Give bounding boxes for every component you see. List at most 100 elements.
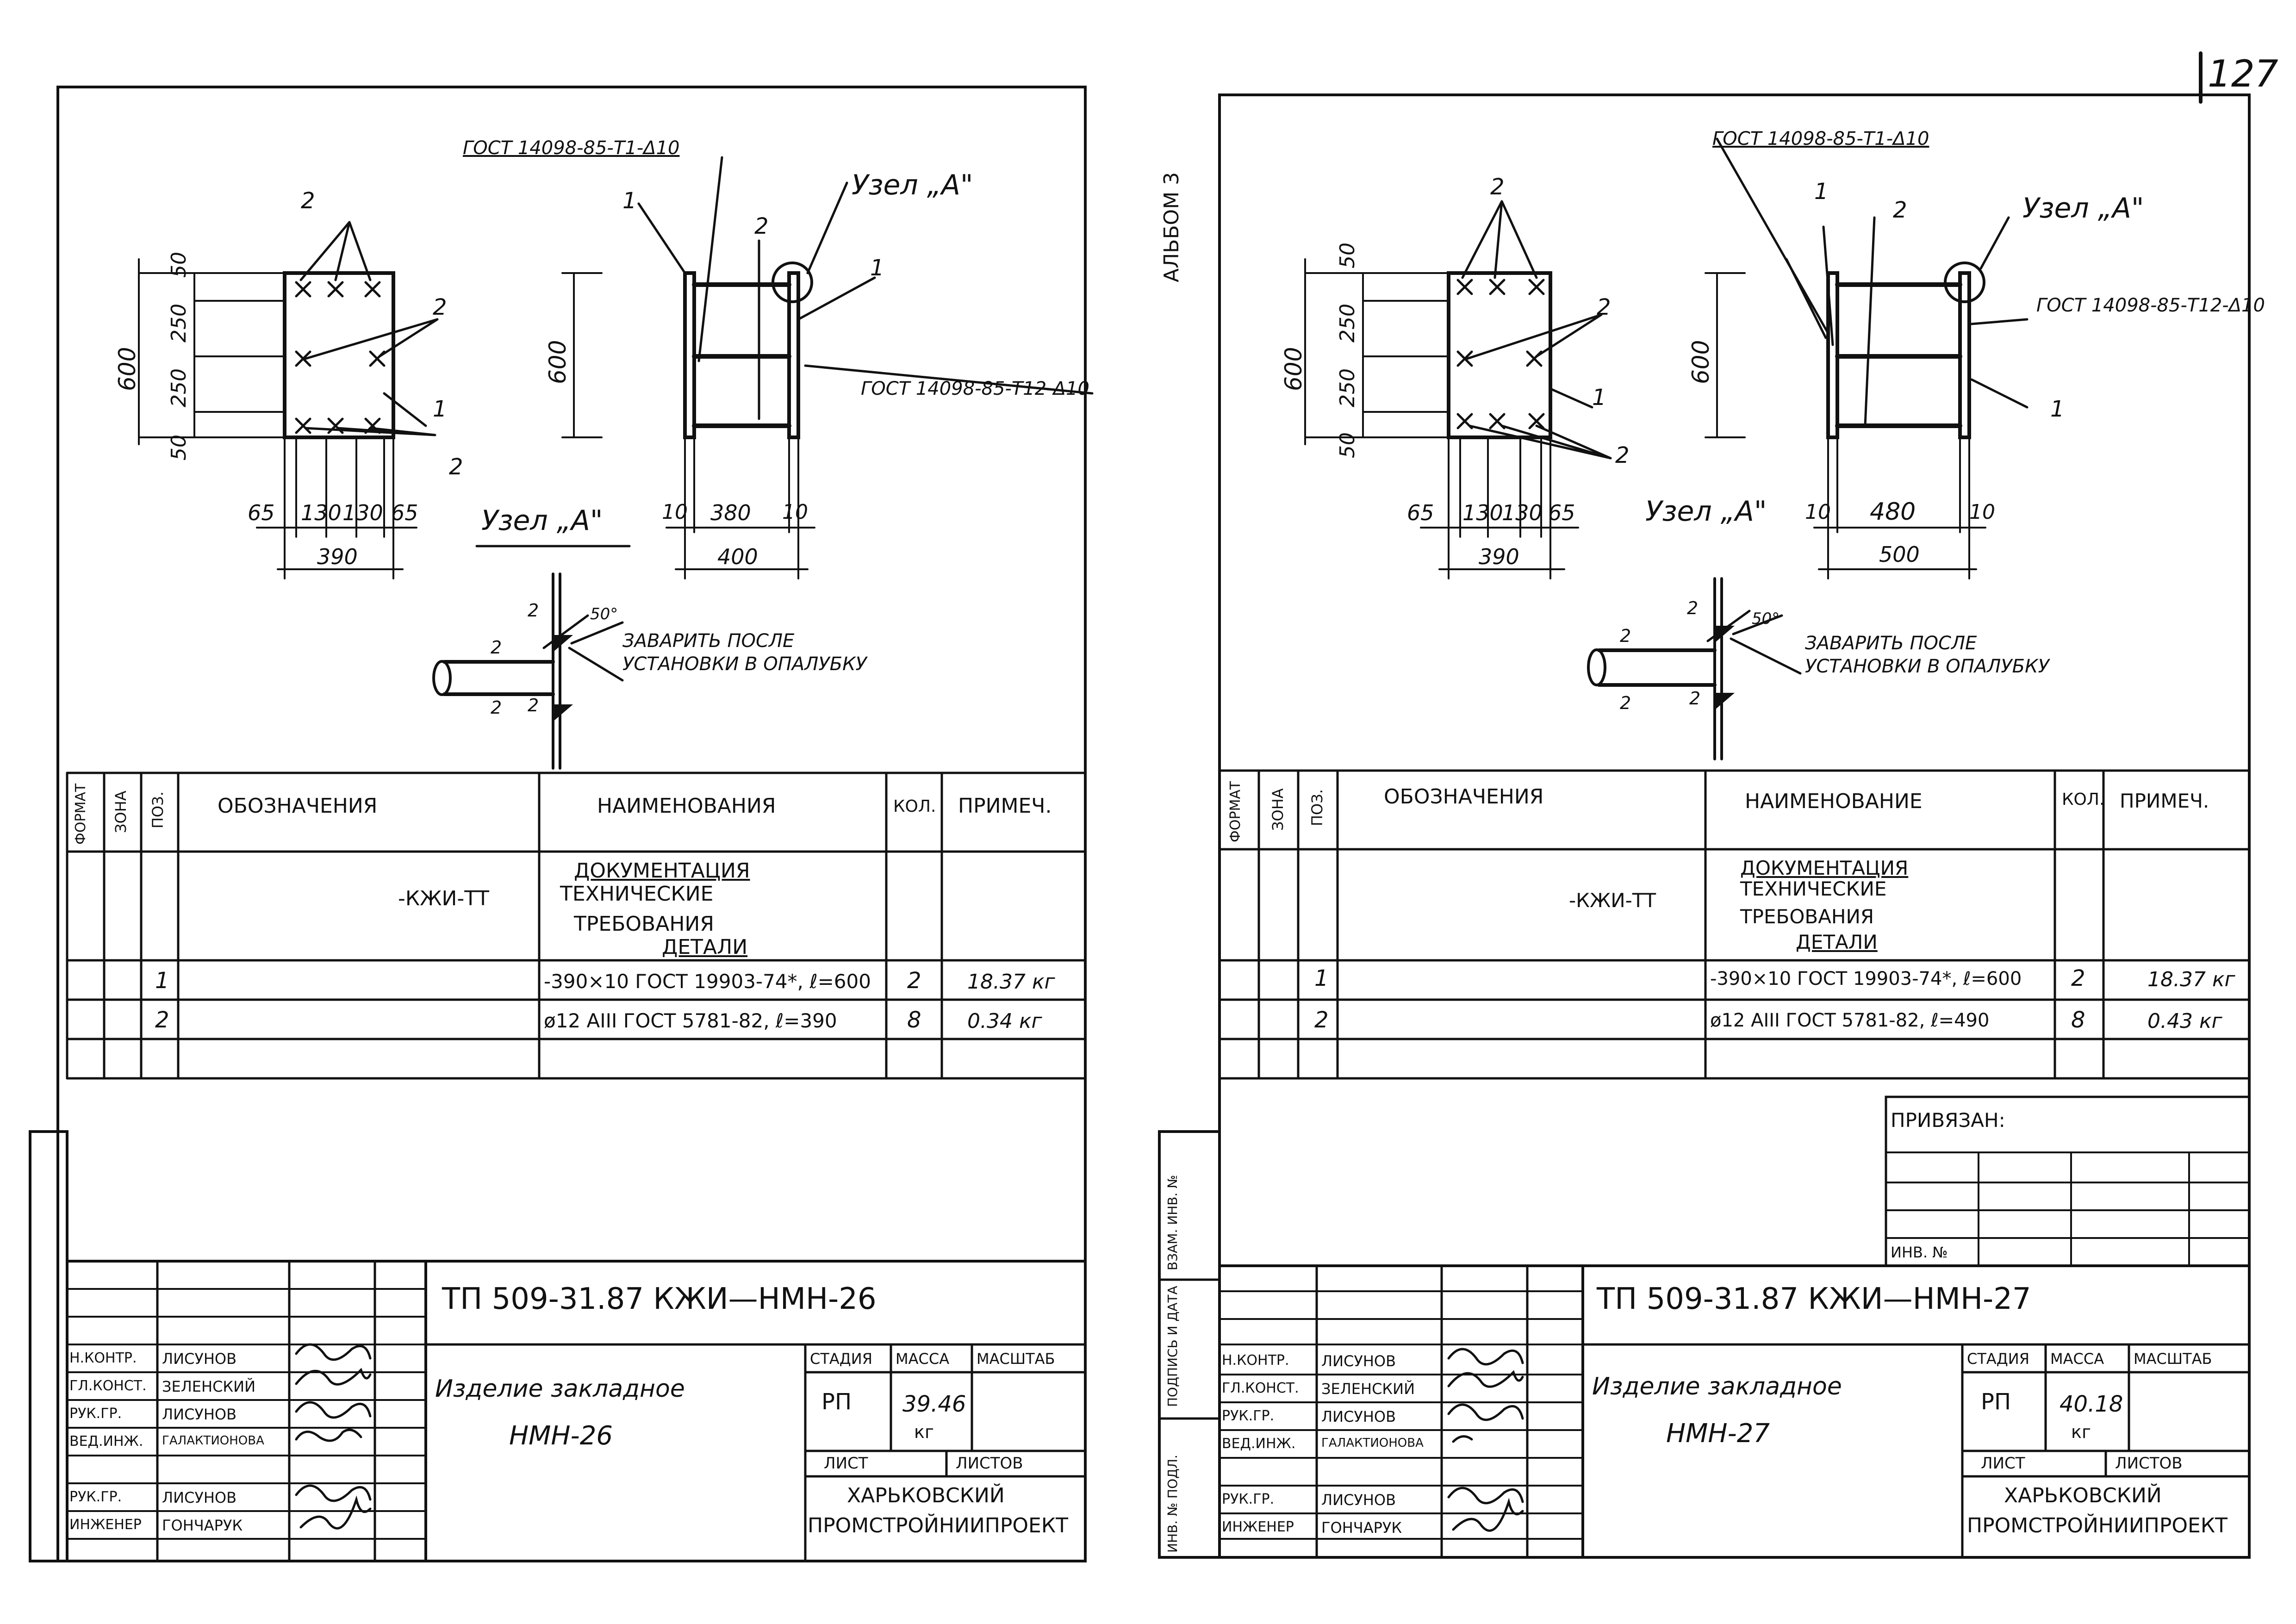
left-spec-doc-name-2: ТРЕБОВАНИЯ xyxy=(574,912,714,936)
left-dim-h-1: 250 xyxy=(167,304,191,342)
left-row1-name: -390×10 ГОСТ 19903-74*, ℓ=600 xyxy=(544,970,871,993)
left-tb-scale-h: МАСШТАБ xyxy=(977,1350,1055,1368)
right-row2-qty: 8 xyxy=(2071,1007,2085,1033)
right-gost-top: ГОСТ 14098-85-Т1-Δ10 xyxy=(1712,128,1929,149)
left-tb-org-2: ПРОМСТРОЙНИИПРОЕКТ xyxy=(808,1514,1068,1537)
sheet-left-front-view xyxy=(138,221,439,579)
right-tb-mass-h: МАССА xyxy=(2050,1350,2104,1368)
right-row1-pos: 1 xyxy=(1314,965,1329,991)
right-tb-org-2: ПРОМСТРОЙНИИПРОЕКТ xyxy=(1967,1514,2228,1537)
right-dim-w-3: 130 xyxy=(1502,500,1543,525)
right-margin-vzam-inv: ВЗАМ. ИНВ. № xyxy=(1165,1175,1180,1270)
right-staff-role: ГЛ.КОНСТ. xyxy=(1222,1380,1299,1396)
right-dim-h-bot: 50 xyxy=(1336,432,1359,458)
right-spec-h-pos: ПОЗ. xyxy=(1308,789,1326,826)
left-spec-parts-section: ДЕТАЛИ xyxy=(662,935,748,959)
right-staff-role: Н.КОНТР. xyxy=(1222,1352,1289,1369)
right-binding-title: ПРИВЯЗАН: xyxy=(1891,1109,2005,1132)
right-tb-sheet: ЛИСТ xyxy=(1981,1454,2025,1473)
sheet-left-frame xyxy=(29,86,1087,1562)
left-staff-role: РУК.ГР. xyxy=(69,1489,122,1505)
left-staff-name: ЛИСУНОВ xyxy=(162,1489,237,1506)
sheet-left-spec-table xyxy=(66,772,1087,1080)
left-weld-note-1: ЗАВАРИТЬ ПОСЛЕ xyxy=(622,630,795,652)
right-weld-note-1: ЗАВАРИТЬ ПОСЛЕ xyxy=(1805,633,1977,654)
right-spec-h-format: ФОРМАТ xyxy=(1227,781,1244,842)
left-staff-role: ВЕД.ИНЖ. xyxy=(69,1433,143,1450)
right-tb-stage: РП xyxy=(1981,1389,2011,1415)
right-side-dim-total: 500 xyxy=(1879,542,1920,567)
right-dim-h-total: 600 xyxy=(1280,347,1307,391)
left-weld-note-2: УСТАНОВКИ В ОПАЛУБКУ xyxy=(622,653,867,675)
left-spec-doc-designation: -КЖИ-ТТ xyxy=(398,887,490,910)
right-dim-h-2: 250 xyxy=(1336,368,1359,407)
left-gost-top: ГОСТ 14098-85-Т1-Δ10 xyxy=(463,137,680,159)
right-tb-code: ТП 509-31.87 КЖИ—НМН-27 xyxy=(1597,1282,2031,1316)
left-side-dim-2: 380 xyxy=(710,500,751,525)
signatures xyxy=(295,1343,1524,1532)
left-spec-h-qty: КОЛ. xyxy=(893,797,936,816)
left-dim-w-total: 390 xyxy=(317,544,358,569)
right-row2-name: ø12 АIII ГОСТ 5781-82, ℓ=490 xyxy=(1710,1010,1990,1031)
left-tb-org-1: ХАРЬКОВСКИЙ xyxy=(847,1484,1005,1507)
left-node-label: Узел „А" xyxy=(852,169,973,201)
sheet-left-side-view xyxy=(475,156,1094,579)
left-spec-h-pos: ПОЗ. xyxy=(149,791,167,828)
left-spec-h-zone: ЗОНА xyxy=(112,790,130,833)
left-tb-sheets: ЛИСТОВ xyxy=(956,1454,1023,1473)
sheet-left-title-block xyxy=(66,1260,1087,1562)
left-dim-h-total: 600 xyxy=(114,347,141,391)
left-dim-h-bot: 50 xyxy=(167,435,191,460)
left-staff-role: Н.КОНТР. xyxy=(69,1350,137,1366)
right-staff-name: ЗЕЛЕНСКИЙ xyxy=(1321,1380,1415,1398)
right-node-detail-label: Узел „А" xyxy=(1645,495,1767,528)
right-staff-name: ЛИСУНОВ xyxy=(1321,1408,1396,1425)
left-tb-item-code: НМН-26 xyxy=(509,1421,613,1451)
left-spec-h-name: НАИМЕНОВАНИЯ xyxy=(597,794,776,818)
sheet-left-weld-detail xyxy=(432,572,624,770)
right-side-dim-1: 10 xyxy=(1805,500,1831,524)
right-gost-side: ГОСТ 14098-85-Т12-Δ10 xyxy=(2036,295,2265,316)
left-tb-sheet: ЛИСТ xyxy=(824,1454,868,1473)
right-binding-inv: ИНВ. № xyxy=(1891,1244,1948,1261)
left-side-dim-total: 400 xyxy=(717,544,758,569)
left-staff-role: ИНЖЕНЕР xyxy=(69,1517,142,1533)
left-row2-pos: 2 xyxy=(155,1007,169,1033)
right-side-dim-3: 10 xyxy=(1969,500,1995,524)
album-label: АЛЬБОМ 3 xyxy=(1160,172,1183,282)
left-tb-stage: РП xyxy=(821,1389,852,1415)
left-dim-w-4: 65 xyxy=(391,500,418,525)
right-spec-doc-name-2: ТРЕБОВАНИЯ xyxy=(1740,905,1874,928)
right-dim-w-total: 390 xyxy=(1479,544,1519,569)
left-tb-code: ТП 509-31.87 КЖИ—НМН-26 xyxy=(442,1282,877,1316)
right-staff-name: ГАЛАКТИОНОВА xyxy=(1321,1436,1424,1450)
left-staff-name: ЛИСУНОВ xyxy=(162,1350,237,1368)
right-node-label: Узел „А" xyxy=(2022,192,2144,224)
left-side-dim-1: 10 xyxy=(662,500,688,524)
right-dim-w-2: 130 xyxy=(1462,500,1503,525)
sheet-right-side-view xyxy=(1705,137,2028,579)
right-tb-stage-h: СТАДИЯ xyxy=(1967,1350,2029,1368)
left-dim-w-3: 130 xyxy=(342,500,383,525)
left-staff-role: РУК.ГР. xyxy=(69,1406,122,1422)
right-staff-role: ИНЖЕНЕР xyxy=(1222,1519,1294,1535)
left-row1-note: 18.37 кг xyxy=(967,970,1055,994)
right-spec-h-designation: ОБОЗНАЧЕНИЯ xyxy=(1384,785,1544,809)
left-tb-mass: 39.46 xyxy=(902,1391,966,1417)
right-margin-inv-podl: ИНВ. № ПОДЛ. xyxy=(1165,1455,1180,1553)
left-side-dim-h: 600 xyxy=(544,340,571,384)
left-dim-w-2: 130 xyxy=(301,500,342,525)
right-dim-w-1: 65 xyxy=(1407,500,1434,525)
right-spec-h-note: ПРИМЕЧ. xyxy=(2120,790,2209,812)
right-row1-note: 18.37 кг xyxy=(2147,968,2235,991)
right-spec-h-zone: ЗОНА xyxy=(1269,788,1287,831)
right-tb-mass-unit: кг xyxy=(2071,1422,2091,1442)
left-row2-qty: 8 xyxy=(907,1007,921,1033)
right-side-dim-2: 480 xyxy=(1870,498,1916,526)
left-gost-side: ГОСТ 14098-85-Т12-Δ10 xyxy=(861,378,1089,399)
right-spec-doc-section: ДОКУМЕНТАЦИЯ xyxy=(1740,857,1909,879)
right-tb-org-1: ХАРЬКОВСКИЙ xyxy=(2004,1484,2162,1507)
left-tb-stage-h: СТАДИЯ xyxy=(810,1350,872,1368)
right-staff-role: ВЕД.ИНЖ. xyxy=(1222,1436,1296,1452)
